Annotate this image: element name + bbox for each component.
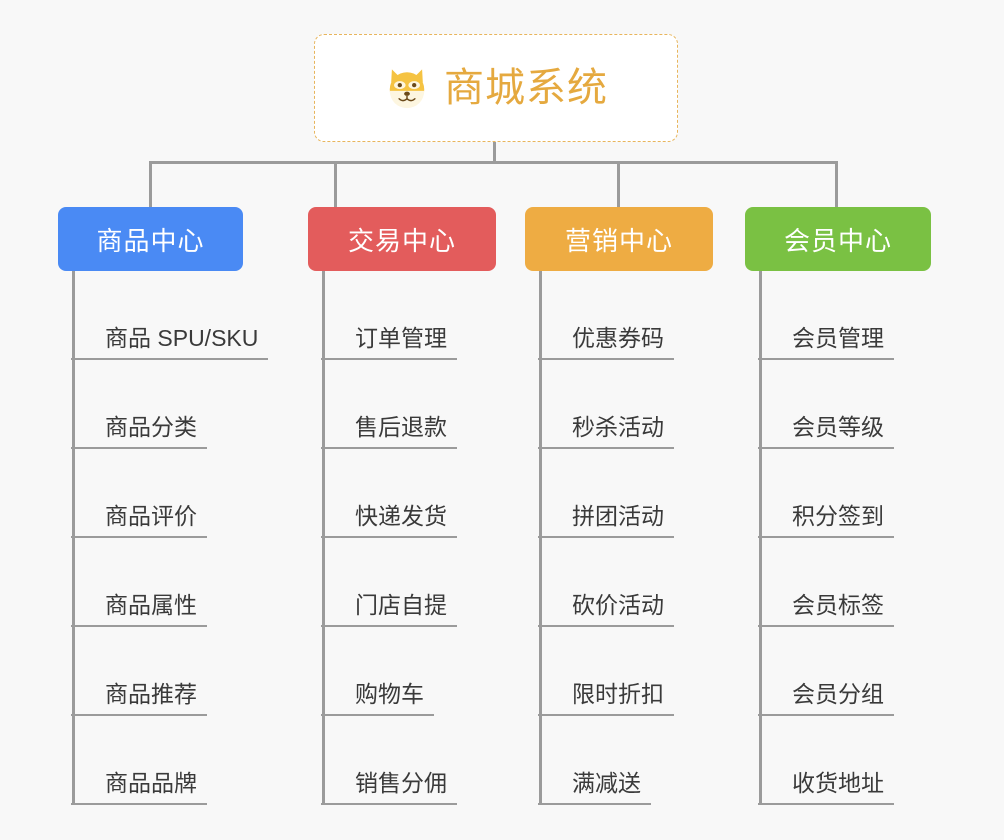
leaf-list-member-center: 会员管理 会员等级 积分签到 会员标签 会员分组 收货地址 xyxy=(758,271,945,805)
list-item[interactable]: 商品分类 xyxy=(71,360,288,449)
shiba-dog-face-icon xyxy=(384,65,430,111)
leaf-label: 订单管理 xyxy=(321,325,457,360)
category-header-member-center[interactable]: 会员中心 xyxy=(745,207,931,271)
list-item[interactable]: 会员标签 xyxy=(758,538,945,627)
list-item[interactable]: 积分签到 xyxy=(758,449,945,538)
list-item[interactable]: 商品评价 xyxy=(71,449,288,538)
connector-drop-member-center xyxy=(835,161,838,207)
list-item[interactable]: 商品属性 xyxy=(71,538,288,627)
leaf-label: 商品评价 xyxy=(71,503,207,538)
list-item[interactable]: 收货地址 xyxy=(758,716,945,805)
list-item[interactable]: 快递发货 xyxy=(321,449,528,538)
leaf-label: 会员管理 xyxy=(758,325,894,360)
leaf-label: 销售分佣 xyxy=(321,770,457,805)
list-item[interactable]: 满减送 xyxy=(538,716,725,805)
list-item[interactable]: 秒杀活动 xyxy=(538,360,725,449)
list-item[interactable]: 拼团活动 xyxy=(538,449,725,538)
leaf-label: 收货地址 xyxy=(758,770,894,805)
leaf-label: 会员标签 xyxy=(758,592,894,627)
connector-drop-product-center xyxy=(149,161,152,207)
leaf-label: 限时折扣 xyxy=(538,681,674,716)
branch-member-center: 会员中心 会员管理 会员等级 积分签到 会员标签 会员分组 收货地址 xyxy=(745,207,945,805)
leaf-label: 砍价活动 xyxy=(538,592,674,627)
list-item[interactable]: 门店自提 xyxy=(321,538,528,627)
list-item[interactable]: 商品推荐 xyxy=(71,627,288,716)
leaf-label: 购物车 xyxy=(321,681,434,716)
list-item[interactable]: 商品 SPU/SKU xyxy=(71,271,288,360)
category-label: 营销中心 xyxy=(564,225,673,256)
category-header-trade-center[interactable]: 交易中心 xyxy=(308,207,496,271)
leaf-label: 快递发货 xyxy=(321,503,457,538)
list-item[interactable]: 会员等级 xyxy=(758,360,945,449)
list-item[interactable]: 会员分组 xyxy=(758,627,945,716)
leaf-list-product-center: 商品 SPU/SKU 商品分类 商品评价 商品属性 商品推荐 商品品牌 xyxy=(71,271,288,805)
leaf-label: 优惠券码 xyxy=(538,325,674,360)
branch-product-center: 商品中心 商品 SPU/SKU 商品分类 商品评价 商品属性 商品推荐 商品品牌 xyxy=(58,207,288,805)
leaf-label: 商品分类 xyxy=(71,414,207,449)
list-item[interactable]: 商品品牌 xyxy=(71,716,288,805)
connector-drop-marketing-center xyxy=(617,161,620,207)
list-item[interactable]: 销售分佣 xyxy=(321,716,528,805)
category-label: 商品中心 xyxy=(96,225,205,256)
category-label: 会员中心 xyxy=(783,225,892,256)
leaf-label: 会员等级 xyxy=(758,414,894,449)
leaf-label: 商品推荐 xyxy=(71,681,207,716)
branch-trade-center: 交易中心 订单管理 售后退款 快递发货 门店自提 购物车 销售分佣 xyxy=(308,207,528,805)
list-item[interactable]: 砍价活动 xyxy=(538,538,725,627)
connector-horizontal-bar xyxy=(149,161,838,164)
leaf-label: 会员分组 xyxy=(758,681,894,716)
leaf-label: 售后退款 xyxy=(321,414,457,449)
leaf-label: 秒杀活动 xyxy=(538,414,674,449)
root-node[interactable]: 商城系统 xyxy=(314,34,678,142)
branch-marketing-center: 营销中心 优惠券码 秒杀活动 拼团活动 砍价活动 限时折扣 满减送 xyxy=(525,207,725,805)
category-header-product-center[interactable]: 商品中心 xyxy=(58,207,243,271)
list-item[interactable]: 会员管理 xyxy=(758,271,945,360)
root-title: 商城系统 xyxy=(444,66,608,110)
category-label: 交易中心 xyxy=(347,225,456,256)
list-item[interactable]: 订单管理 xyxy=(321,271,528,360)
list-item[interactable]: 限时折扣 xyxy=(538,627,725,716)
list-item[interactable]: 优惠券码 xyxy=(538,271,725,360)
connector-root-stem xyxy=(493,142,496,163)
leaf-label: 拼团活动 xyxy=(538,503,674,538)
leaf-label: 积分签到 xyxy=(758,503,894,538)
leaf-label: 满减送 xyxy=(538,770,651,805)
leaf-label: 商品属性 xyxy=(71,592,207,627)
connector-drop-trade-center xyxy=(334,161,337,207)
list-item[interactable]: 购物车 xyxy=(321,627,528,716)
leaf-label: 商品品牌 xyxy=(71,770,207,805)
leaf-list-marketing-center: 优惠券码 秒杀活动 拼团活动 砍价活动 限时折扣 满减送 xyxy=(538,271,725,805)
list-item[interactable]: 售后退款 xyxy=(321,360,528,449)
leaf-label: 商品 SPU/SKU xyxy=(71,325,269,360)
leaf-label: 门店自提 xyxy=(321,592,457,627)
leaf-list-trade-center: 订单管理 售后退款 快递发货 门店自提 购物车 销售分佣 xyxy=(321,271,528,805)
category-header-marketing-center[interactable]: 营销中心 xyxy=(525,207,713,271)
